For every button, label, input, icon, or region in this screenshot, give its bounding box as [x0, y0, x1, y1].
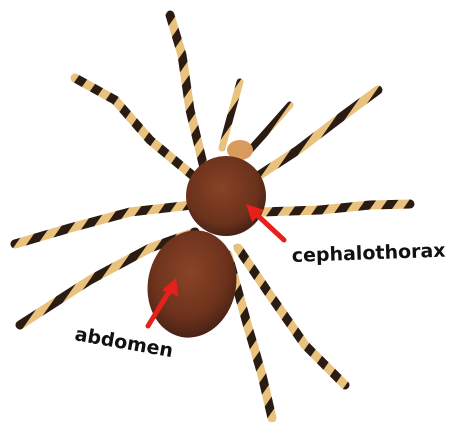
label-cephalothorax: cephalothorax [291, 240, 445, 267]
cephalothorax-body [186, 156, 266, 236]
leg-upper-left [75, 78, 198, 180]
leg-front-right [258, 90, 378, 176]
palp-left [222, 82, 240, 148]
abdomen-body [138, 222, 247, 346]
arrow-cephalothorax-shaft [256, 214, 284, 240]
leg-mid-right [262, 204, 410, 212]
palp-right [250, 105, 290, 150]
leg-front-left [170, 15, 205, 172]
label-abdomen: abdomen [73, 323, 175, 362]
leg-lower-right [238, 248, 345, 385]
